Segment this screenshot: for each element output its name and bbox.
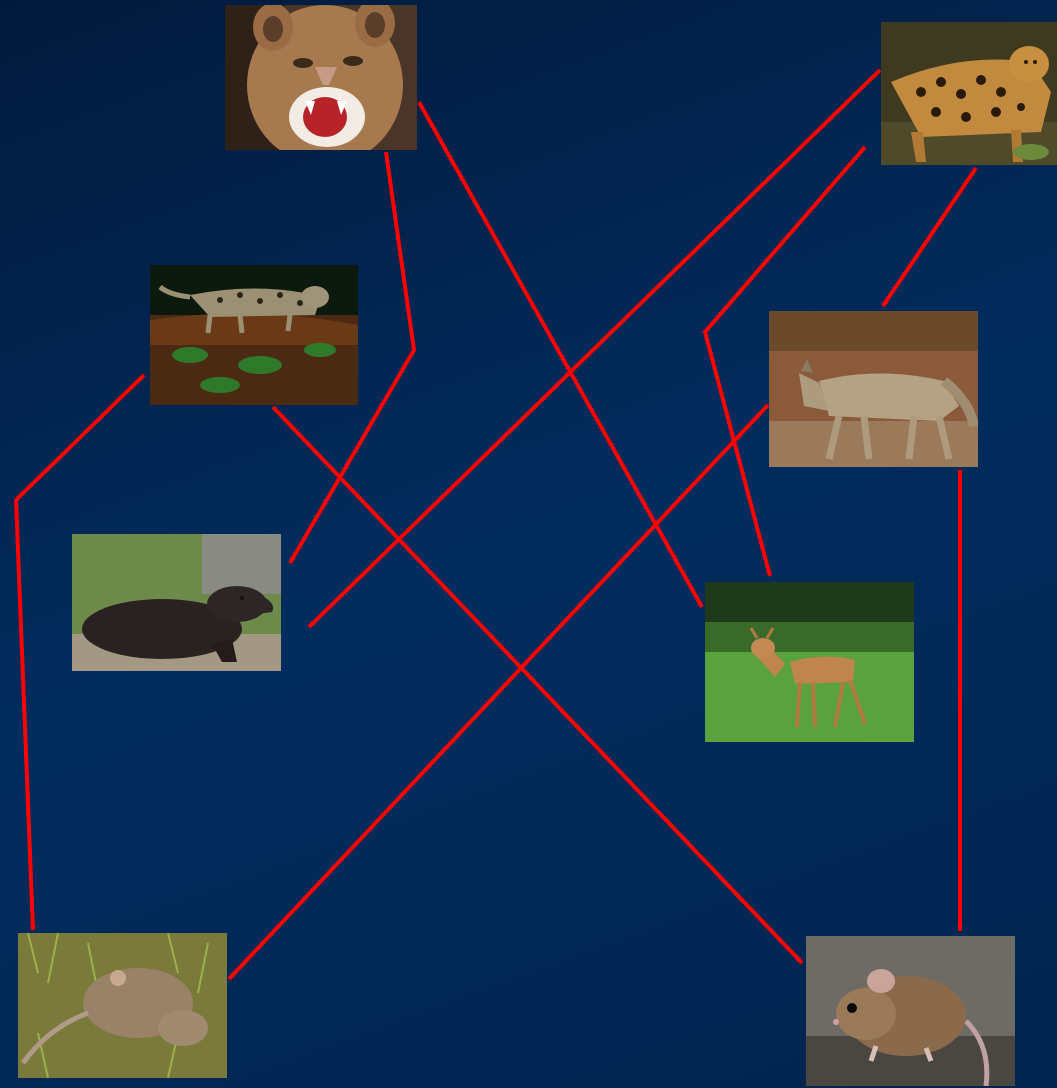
rat-image [18,933,227,1078]
tapir-image [72,534,281,671]
coyote-photo [769,311,978,467]
jaguar-photo [881,22,1057,165]
jaguar-image [881,22,1057,165]
deer-photo [705,582,914,742]
puma-photo [225,5,417,150]
coyote-image [769,311,978,467]
mouse-image [806,936,1015,1086]
mouse-photo [806,936,1015,1086]
puma-image [225,5,417,150]
rat-photo [18,933,227,1078]
arrow-jaguar-to-coyote [881,166,978,308]
arrow-coyote-to-rat [227,403,770,981]
deer-image [705,582,914,742]
tapir-photo [72,534,281,671]
ocelot-photo [150,265,358,405]
ocelot-image [150,265,358,405]
arrow-puma-to-deer [417,101,704,608]
